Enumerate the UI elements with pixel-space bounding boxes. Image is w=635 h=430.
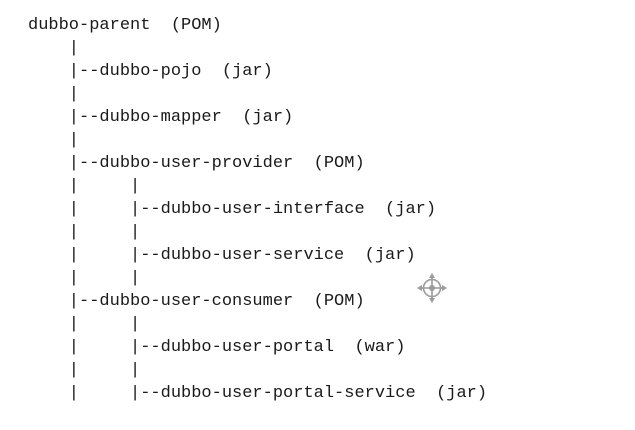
- tree-connector: |: [28, 85, 80, 104]
- tree-node-dubbo-user-service: | |--dubbo-user-service (jar): [28, 246, 416, 265]
- tree-connector: |: [28, 131, 80, 150]
- tree-node-dubbo-mapper: |--dubbo-mapper (jar): [28, 108, 294, 127]
- tree-connector: | |: [28, 177, 141, 196]
- tree-connector: | |: [28, 269, 141, 288]
- tree-node-dubbo-pojo: |--dubbo-pojo (jar): [28, 62, 273, 81]
- move-cursor-icon: [416, 272, 448, 304]
- tree-node-dubbo-user-portal: | |--dubbo-user-portal (war): [28, 338, 406, 357]
- tree-connector: | |: [28, 223, 141, 242]
- tree-node-dubbo-user-interface: | |--dubbo-user-interface (jar): [28, 200, 437, 219]
- tree-connector: | |: [28, 361, 141, 380]
- tree-node-dubbo-user-provider: |--dubbo-user-provider (POM): [28, 154, 365, 173]
- tree-root-dubbo-parent: dubbo-parent (POM): [28, 16, 222, 35]
- tree-connector: | |: [28, 315, 141, 334]
- module-tree: dubbo-parent (POM) | |--dubbo-pojo (jar)…: [28, 14, 487, 405]
- tree-node-dubbo-user-consumer: |--dubbo-user-consumer (POM): [28, 292, 365, 311]
- tree-connector: |: [28, 39, 80, 58]
- tree-node-dubbo-user-portal-service: | |--dubbo-user-portal-service (jar): [28, 384, 488, 403]
